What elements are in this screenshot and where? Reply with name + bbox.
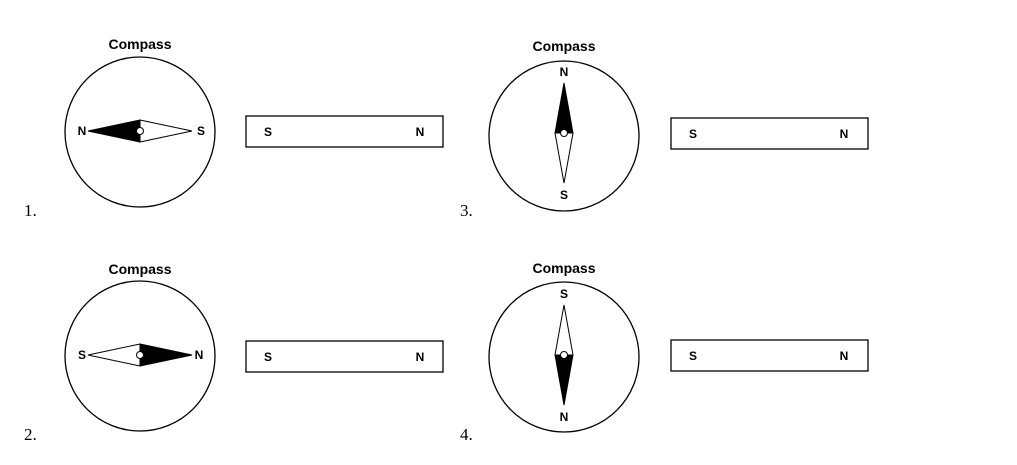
- magnet-label-left: S: [689, 349, 697, 363]
- needle-label-top: S: [560, 287, 568, 301]
- compass-title: Compass: [532, 260, 595, 276]
- bar-magnet: [245, 340, 444, 373]
- needle-north-half: [87, 119, 141, 143]
- needle-north-half: [554, 82, 574, 134]
- magnet-label-left: S: [264, 125, 272, 139]
- needle-north-half: [139, 343, 193, 367]
- magnet-label-right: N: [416, 125, 425, 139]
- compass-title: Compass: [108, 261, 171, 277]
- magnet-label-right: N: [840, 127, 849, 141]
- option-4-panel: Compass S N S N 4.: [460, 225, 930, 460]
- option-1-diagram: Compass N S S N: [64, 36, 444, 208]
- magnet-label-left: S: [689, 127, 697, 141]
- option-number: 2.: [24, 425, 37, 444]
- compass-title: Compass: [108, 36, 171, 52]
- bar-magnet: [670, 117, 869, 150]
- needle-south-half: [554, 304, 574, 356]
- option-2-diagram: Compass S N S N: [64, 261, 444, 432]
- needle-label-right: S: [197, 124, 205, 138]
- option-number: 4.: [460, 425, 473, 444]
- needle-pivot: [136, 351, 144, 359]
- option-number: 3.: [460, 201, 473, 220]
- option-3-diagram: Compass N S S N: [488, 38, 869, 212]
- option-number: 1.: [24, 201, 37, 220]
- needle-label-left: S: [78, 348, 86, 362]
- magnet-label-left: S: [264, 350, 272, 364]
- needle-south-half: [554, 132, 574, 184]
- compass-title: Compass: [532, 38, 595, 54]
- compass-dial: [488, 281, 640, 433]
- needle-pivot: [560, 351, 568, 359]
- needle-north-half: [554, 354, 574, 406]
- needle-pivot: [136, 127, 144, 135]
- compass-dial: [64, 280, 216, 432]
- option-2-panel: Compass S N S N 2.: [0, 225, 470, 460]
- needle-label-bottom: N: [560, 410, 569, 424]
- magnet-label-right: N: [416, 350, 425, 364]
- option-3-panel: Compass N S S N 3.: [460, 0, 930, 232]
- needle-label-top: N: [560, 65, 569, 79]
- needle-south-half: [139, 119, 193, 143]
- compass-dial: [488, 60, 640, 212]
- compass-dial: [64, 56, 216, 208]
- needle-pivot: [560, 129, 568, 137]
- bar-magnet: [245, 115, 444, 148]
- needle-south-half: [87, 343, 141, 367]
- option-1-panel: Compass N S S N 1.: [0, 0, 470, 232]
- needle-label-left: N: [78, 124, 87, 138]
- magnet-label-right: N: [840, 349, 849, 363]
- bar-magnet: [670, 339, 869, 372]
- needle-label-bottom: S: [560, 188, 568, 202]
- option-4-diagram: Compass S N S N: [488, 260, 869, 433]
- needle-label-right: N: [195, 348, 204, 362]
